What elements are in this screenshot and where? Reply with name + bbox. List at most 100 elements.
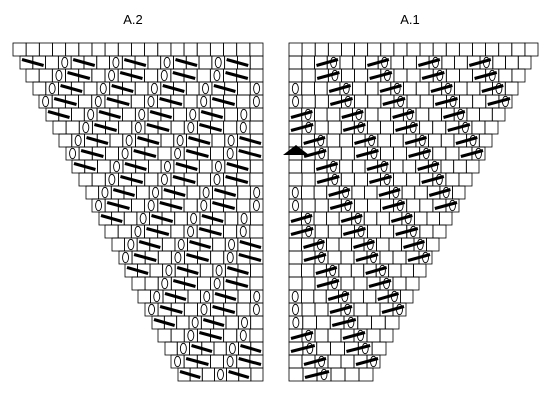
yarn-over-symbol <box>488 69 496 82</box>
decrease-symbol <box>392 110 415 119</box>
stitch-cell <box>137 289 151 304</box>
stitch-cell <box>491 107 506 122</box>
decrease-symbol <box>67 71 91 80</box>
stitch-cell <box>52 120 67 135</box>
yarn-over-symbol <box>213 277 221 290</box>
stitch-cell <box>91 68 106 83</box>
decrease-symbol <box>93 123 118 132</box>
yarn-over-symbol <box>344 199 352 212</box>
decrease-symbol <box>106 97 130 106</box>
stitch-cell <box>288 159 303 174</box>
stitch-cell <box>445 172 460 187</box>
stitch-cell <box>313 211 328 226</box>
stitch-cell <box>91 42 106 57</box>
stitch-cell <box>136 185 150 200</box>
stitch-cell <box>130 224 145 239</box>
stitch-cell <box>130 94 145 109</box>
chart-row <box>144 302 264 317</box>
yarn-over-symbol <box>304 108 312 121</box>
stitch-cell <box>326 133 341 148</box>
stitch-cell <box>524 42 539 57</box>
stitch-cell <box>237 315 252 330</box>
stitch-cell <box>211 159 226 174</box>
stitch-cell <box>209 68 224 83</box>
stitch-cell <box>249 81 264 96</box>
decrease-symbol <box>60 84 83 93</box>
stitch-cell <box>118 250 133 265</box>
decrease-symbol <box>200 110 224 119</box>
chart-row <box>91 198 264 213</box>
chart-row <box>71 159 264 174</box>
decrease-symbol <box>290 344 316 353</box>
stitch-cell <box>51 68 66 83</box>
decrease-symbol <box>379 84 402 93</box>
stitch-cell <box>358 367 374 382</box>
stitch-cell <box>249 224 264 239</box>
yarn-over-symbol <box>82 121 90 134</box>
yarn-over-symbol <box>174 251 182 264</box>
chart-row <box>288 120 499 135</box>
decrease-symbol <box>342 227 366 236</box>
stitch-cell <box>236 94 251 109</box>
stitch-cell <box>170 224 185 239</box>
yarn-over-symbol <box>495 82 503 95</box>
stitch-cell <box>353 172 368 187</box>
stitch-cell <box>314 107 328 122</box>
decrease-symbol <box>395 227 419 236</box>
stitch-cell <box>327 250 342 265</box>
stitch-cell <box>249 211 264 226</box>
chart-row <box>288 185 466 200</box>
yarn-over-symbol <box>393 82 401 95</box>
stitch-cell <box>517 55 532 70</box>
stitch-cell <box>170 328 185 343</box>
stitch-cell <box>326 211 340 226</box>
yarn-over-symbol <box>252 199 260 212</box>
yarn-over-symbol <box>253 290 261 303</box>
stitch-cell <box>144 42 159 57</box>
yarn-over-symbol <box>357 225 365 238</box>
stitch-cell <box>186 185 201 200</box>
stitch-cell <box>445 42 460 57</box>
stitch-cell <box>401 185 416 200</box>
stitch-cell <box>367 224 381 239</box>
stitch-cell <box>249 42 264 57</box>
yarn-over-symbol <box>416 238 424 251</box>
stitch-cell <box>471 120 486 135</box>
yarn-over-symbol <box>406 108 414 121</box>
stitch-cell <box>104 68 119 83</box>
yarn-over-symbol <box>108 69 116 82</box>
decrease-symbol <box>381 305 405 314</box>
stitch-cell <box>160 133 175 148</box>
stitch-cell <box>498 42 513 57</box>
stitch-cell <box>200 289 214 304</box>
stitch-cell <box>223 328 238 343</box>
decrease-symbol <box>175 162 198 171</box>
stitch-cell <box>161 237 176 252</box>
decrease-symbol <box>421 175 445 184</box>
yarn-over-symbol <box>152 186 159 199</box>
decrease-symbol <box>126 266 149 275</box>
decrease-symbol <box>329 201 353 210</box>
decrease-symbol <box>328 188 351 197</box>
stitch-cell <box>288 198 303 213</box>
yarn-over-symbol <box>318 147 326 160</box>
stitch-cell <box>131 276 146 291</box>
stitch-cell <box>131 120 146 135</box>
yarn-over-symbol <box>306 342 314 355</box>
yarn-over-symbol <box>482 56 490 69</box>
decrease-symbol <box>366 162 389 171</box>
chart-row <box>177 367 264 382</box>
stitch-cell <box>314 224 329 239</box>
stitch-cell <box>339 159 353 174</box>
stitch-cell <box>392 276 407 291</box>
yarn-over-symbol <box>214 160 222 173</box>
stitch-cell <box>170 146 185 161</box>
stitch-cell <box>32 81 47 96</box>
yarn-over-symbol <box>305 329 312 342</box>
decrease-symbol <box>315 266 338 275</box>
triangle-symbol <box>283 145 309 155</box>
stitch-cell <box>123 211 138 226</box>
stitch-cell <box>440 159 455 174</box>
stitch-cell <box>250 315 264 330</box>
stitch-cell <box>454 55 468 70</box>
